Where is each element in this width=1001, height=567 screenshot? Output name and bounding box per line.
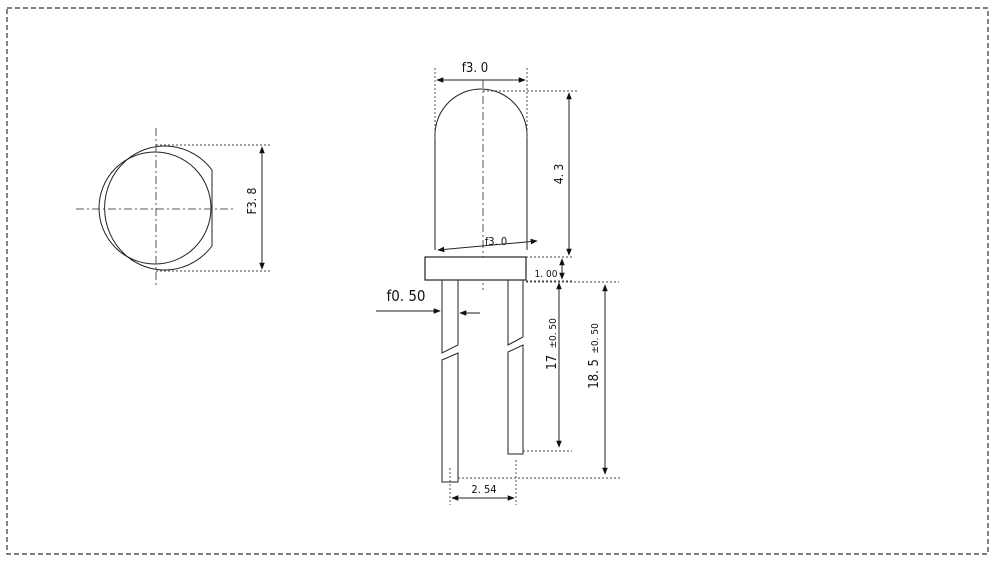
- short-lead-length-tolerance: ±0. 50: [548, 318, 559, 349]
- long-lead-length-label: 18. 5 ±0. 50: [587, 323, 602, 389]
- long-lead-length-value: 18. 5: [587, 359, 602, 389]
- long-lead-length-tolerance: ±0. 50: [590, 323, 601, 354]
- lens-height-label: 4. 3: [552, 164, 566, 185]
- side-view: f3. 0 f3. 0 4. 3 1. 00 f0. 50 17 ±0. 50 …: [376, 61, 622, 505]
- led-flange: [424, 256, 527, 281]
- flange-thickness-label: 1. 00: [535, 269, 558, 280]
- lens-diameter-label: f3. 0: [462, 61, 488, 76]
- body-width-arrow: [437, 238, 538, 253]
- lead-spacing-label: 2. 54: [471, 483, 496, 496]
- short-lead: [441, 280, 459, 483]
- flange-diameter-label: F3. 8: [245, 187, 259, 214]
- lead-diameter-label: f0. 50: [386, 287, 425, 305]
- short-lead-length-value: 17: [545, 355, 560, 370]
- long-lead: [507, 280, 524, 455]
- body-diameter-label: f3. 0: [485, 235, 507, 248]
- lens-circle: [98, 151, 212, 265]
- drawing-frame: [6, 7, 989, 555]
- short-lead-length-label: 17 ±0. 50: [545, 318, 560, 370]
- led-body: [434, 88, 528, 250]
- flange-outline: [104, 145, 213, 271]
- top-view: F3. 8: [76, 128, 272, 288]
